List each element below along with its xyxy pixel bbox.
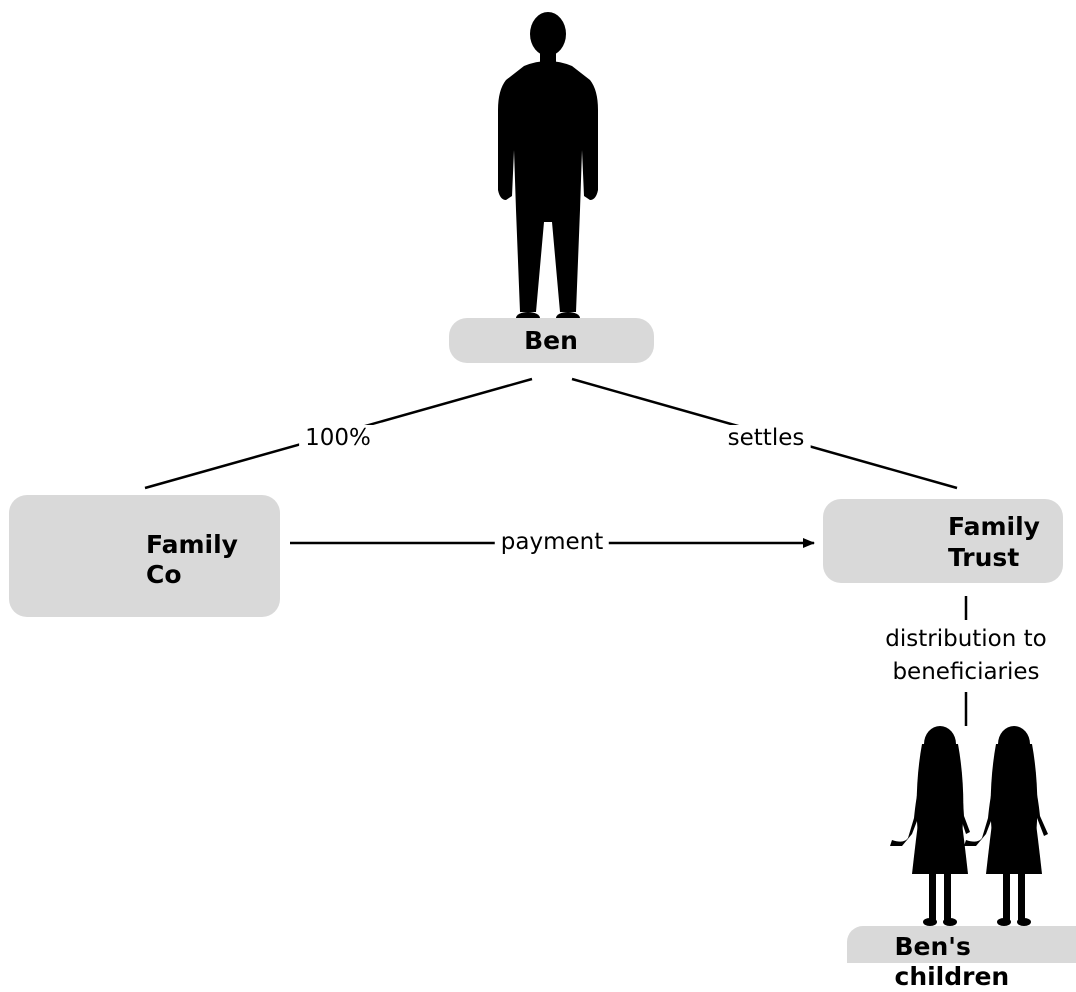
settles-label: settles <box>721 425 811 452</box>
family-co-label-line1: Family <box>146 530 238 559</box>
distribution-label-line1: distribution to <box>879 626 1053 653</box>
children-label: Ben's children <box>894 932 1010 991</box>
ownership-label: 100% <box>299 425 377 452</box>
payment-label: payment <box>494 529 610 556</box>
ben-label: Ben <box>524 326 578 355</box>
ben-node <box>449 318 654 363</box>
family-trust-label-line1: Family <box>948 512 1040 541</box>
family-trust-label-line2: Trust <box>948 543 1020 572</box>
girls-silhouette-icon <box>890 726 1048 926</box>
diagram-canvas <box>30 12 1048 926</box>
distribution-label-line2: beneficiaries <box>886 659 1046 686</box>
family-co-node <box>9 495 280 617</box>
family-co-label-line2: Co <box>146 560 182 589</box>
children-node <box>847 926 1076 963</box>
man-silhouette-icon <box>498 12 598 324</box>
family-trust-node <box>823 499 1063 583</box>
